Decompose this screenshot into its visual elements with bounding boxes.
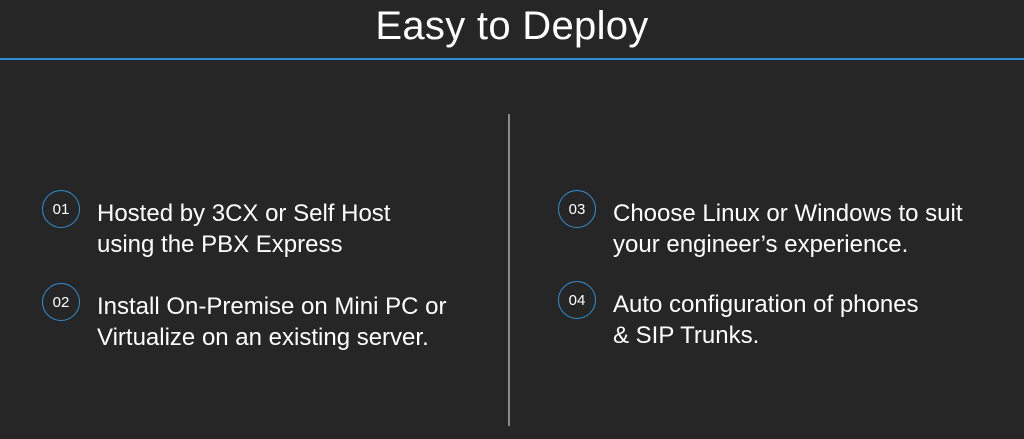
feature-item-03: 03 Choose Linux or Windows to suit your …: [558, 190, 963, 260]
feature-item-04: 04 Auto configuration of phones & SIP Tr…: [558, 281, 919, 351]
feature-text: Install On-Premise on Mini PC or Virtual…: [97, 291, 446, 353]
feature-item-01: 01 Hosted by 3CX or Self Host using the …: [42, 190, 390, 260]
number-badge: 02: [42, 283, 80, 321]
feature-line: & SIP Trunks.: [613, 322, 760, 349]
number-badge: 04: [558, 281, 596, 319]
feature-line: using the PBX Express: [97, 231, 343, 258]
feature-item-02: 02 Install On-Premise on Mini PC or Virt…: [42, 283, 446, 353]
page-title: Easy to Deploy: [375, 4, 649, 48]
feature-text: Hosted by 3CX or Self Host using the PBX…: [97, 198, 390, 260]
feature-text: Auto configuration of phones & SIP Trunk…: [613, 289, 919, 351]
number-badge: 03: [558, 190, 596, 228]
feature-text: Choose Linux or Windows to suit your eng…: [613, 198, 963, 260]
feature-line: Choose Linux or Windows to suit: [613, 200, 963, 227]
number-badge: 01: [42, 190, 80, 228]
feature-line: your engineer’s experience.: [613, 231, 909, 258]
feature-line: Auto configuration of phones: [613, 291, 919, 318]
feature-line: Hosted by 3CX or Self Host: [97, 200, 391, 227]
column-divider: [508, 114, 510, 426]
feature-line: Install On-Premise on Mini PC or: [97, 293, 447, 320]
feature-line: Virtualize on an existing server.: [97, 324, 429, 351]
title-underline: [0, 58, 1024, 60]
